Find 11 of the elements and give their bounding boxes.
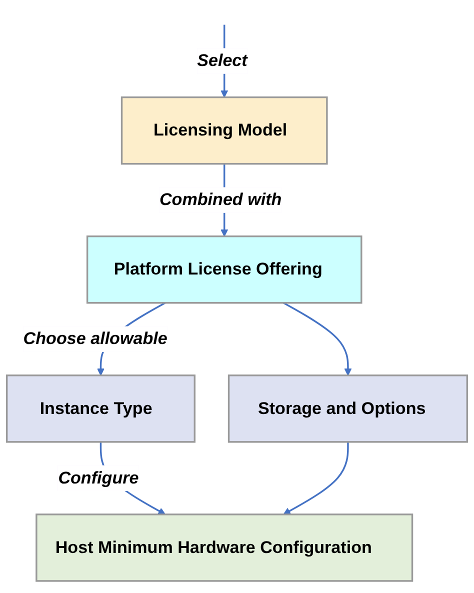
process-box: Licensing Model bbox=[120, 96, 328, 164]
process-box: Platform License Offering bbox=[86, 235, 362, 304]
arrow bbox=[283, 442, 349, 514]
edge-label: Choose allowable bbox=[23, 329, 168, 348]
edge-label: Configure bbox=[58, 468, 139, 488]
process-box: Storage and Options bbox=[228, 374, 468, 442]
process-box: Instance Type bbox=[6, 374, 196, 442]
process-box: Host Minimum Hardware Configuration bbox=[36, 513, 414, 582]
edge-label: Combined with bbox=[159, 190, 282, 210]
edge-label: Select bbox=[197, 51, 248, 70]
arrow bbox=[283, 302, 352, 376]
